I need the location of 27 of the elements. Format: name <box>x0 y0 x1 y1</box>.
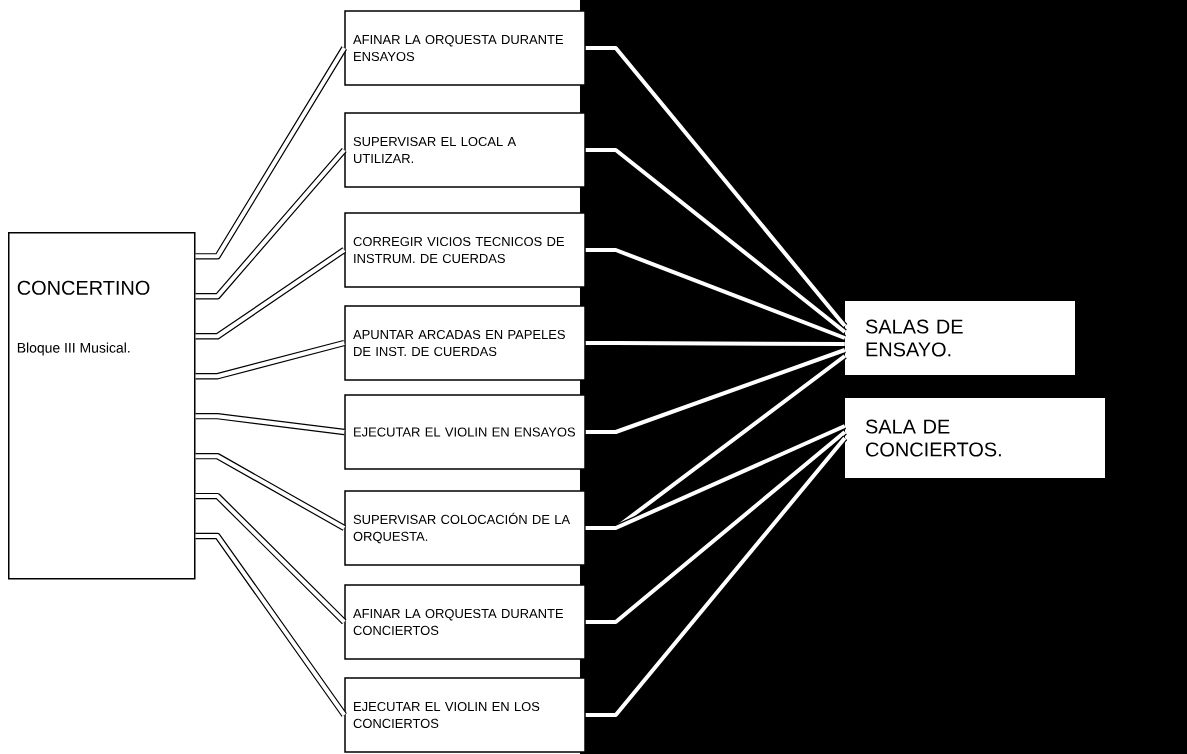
task-box: APUNTAR ARCADAS EN PAPELES DE INST. DE CUERDAS <box>344 305 586 381</box>
connector-line <box>195 532 347 717</box>
task-box: CORREGIR VICIOS TECNICOS DE INSTRUM. DE CUERDAS <box>344 212 586 288</box>
connector-line <box>195 339 346 380</box>
connector-line <box>195 46 347 260</box>
connector-line <box>585 435 848 719</box>
task-box: AFINAR LA ORQUESTA DURANTE CONCIERTOS <box>344 584 586 660</box>
task-box: EJECUTAR EL VIOLIN EN ENSAYOS <box>344 394 586 470</box>
connector-line <box>195 247 347 340</box>
connector-line <box>585 429 847 626</box>
connector-line <box>585 44 848 329</box>
role-box: CONCERTINO Bloque III Musical. <box>8 232 196 580</box>
place-box: SALAS DE ENSAYO. <box>845 301 1075 375</box>
task-box: SUPERVISAR COLOCACIÓN DE LA ORQUESTA. <box>344 490 586 566</box>
connector-line <box>195 452 346 531</box>
connector-line <box>195 147 347 300</box>
connector-line <box>585 339 845 348</box>
connector-line <box>585 146 847 335</box>
task-box: AFINAR LA ORQUESTA DURANTE ENSAYOS <box>344 10 586 86</box>
connector-line <box>585 246 846 341</box>
task-box: EJECUTAR EL VIOLIN EN LOS CONCIERTOS <box>344 677 586 753</box>
task-box: SUPERVISAR EL LOCAL A UTILIZAR. <box>344 112 586 188</box>
connector-line <box>585 347 846 436</box>
connector-line <box>585 423 847 532</box>
place-box: SALA DE CONCIERTOS. <box>845 398 1105 478</box>
connector-line <box>195 492 347 625</box>
connector-line <box>195 412 345 436</box>
